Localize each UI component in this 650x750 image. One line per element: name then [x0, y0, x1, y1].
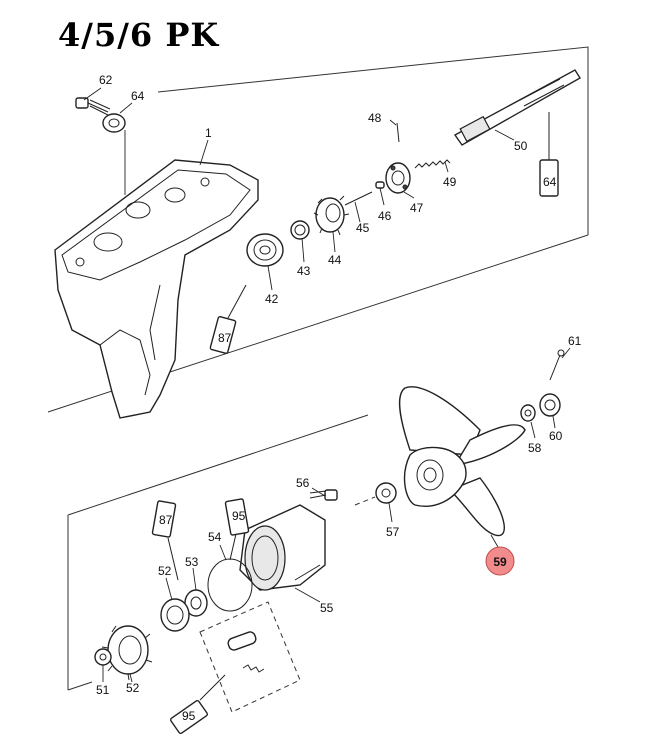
callout-44: 44	[328, 253, 342, 267]
callout-64: 64	[131, 89, 145, 103]
callout-45: 45	[356, 221, 370, 235]
callout-61: 60	[549, 429, 563, 443]
callout-54: 53	[185, 555, 199, 569]
dashed-subassembly-box	[199, 601, 301, 713]
bolt-part-63	[75, 97, 111, 116]
shaft-part-50	[453, 69, 581, 146]
highlighted-callout-59[interactable]: 59	[485, 546, 515, 576]
callout-42: 42	[265, 292, 279, 306]
diagram-title: 4/5/6 PK	[58, 16, 220, 54]
callout-47: 47	[410, 201, 424, 215]
callout-43: 43	[297, 264, 311, 278]
seal-part-64	[102, 113, 126, 133]
clutch-part-47	[385, 162, 411, 194]
gear-housing-part	[54, 159, 259, 419]
callout-50: 50	[514, 139, 528, 153]
spring-part-49	[414, 159, 451, 169]
nut-part-61	[539, 393, 561, 417]
leader-lines	[83, 87, 571, 683]
callout-46: 46	[378, 209, 392, 223]
bearing-part-53	[160, 598, 190, 632]
grease-tube-87-lower: 87	[151, 500, 179, 581]
callout-57: 56	[296, 476, 310, 490]
washer-part-58	[354, 482, 397, 506]
washer-part-60	[520, 404, 536, 422]
grease-tube-95-upper: 95	[224, 498, 250, 561]
pin-part-45	[344, 191, 373, 206]
pin-part-46	[375, 181, 385, 189]
svg-text:64: 64	[543, 175, 557, 189]
washer-part-51	[94, 648, 112, 666]
gear-part-44	[313, 195, 350, 236]
callout-labels: 62 64 1 48 50 49 47 46 45 44 43 42 61 58…	[96, 73, 582, 697]
callout-53: 52	[158, 564, 172, 578]
callout-48: 48	[368, 111, 382, 125]
callout-62: 61	[568, 334, 582, 348]
callout-52: 52	[126, 681, 140, 695]
svg-text:59: 59	[493, 555, 507, 569]
propeller-part-59	[398, 386, 526, 537]
carrier-part-56	[239, 504, 326, 591]
ring-part-43	[290, 220, 310, 240]
o-ring-part-55	[207, 558, 253, 612]
svg-text:95: 95	[232, 509, 246, 523]
callout-49: 49	[443, 175, 457, 189]
svg-text:95: 95	[182, 709, 196, 723]
svg-text:87: 87	[159, 513, 173, 527]
grease-tube-95-lower: 95	[169, 674, 226, 735]
cotter-pin-part-62	[549, 349, 565, 381]
callout-58: 57	[386, 525, 400, 539]
callout-55: 54	[208, 530, 222, 544]
bearing-part-42	[246, 233, 284, 267]
callout-63: 62	[99, 73, 113, 87]
callout-1: 1	[205, 126, 212, 140]
grease-tube-64: 64	[539, 112, 559, 197]
callout-60: 58	[528, 441, 542, 455]
grease-tube-87-upper: 87	[209, 284, 247, 355]
pin-part-48	[396, 122, 400, 143]
callout-56: 55	[320, 601, 334, 615]
svg-text:87: 87	[218, 331, 232, 345]
callout-51: 51	[96, 683, 110, 697]
